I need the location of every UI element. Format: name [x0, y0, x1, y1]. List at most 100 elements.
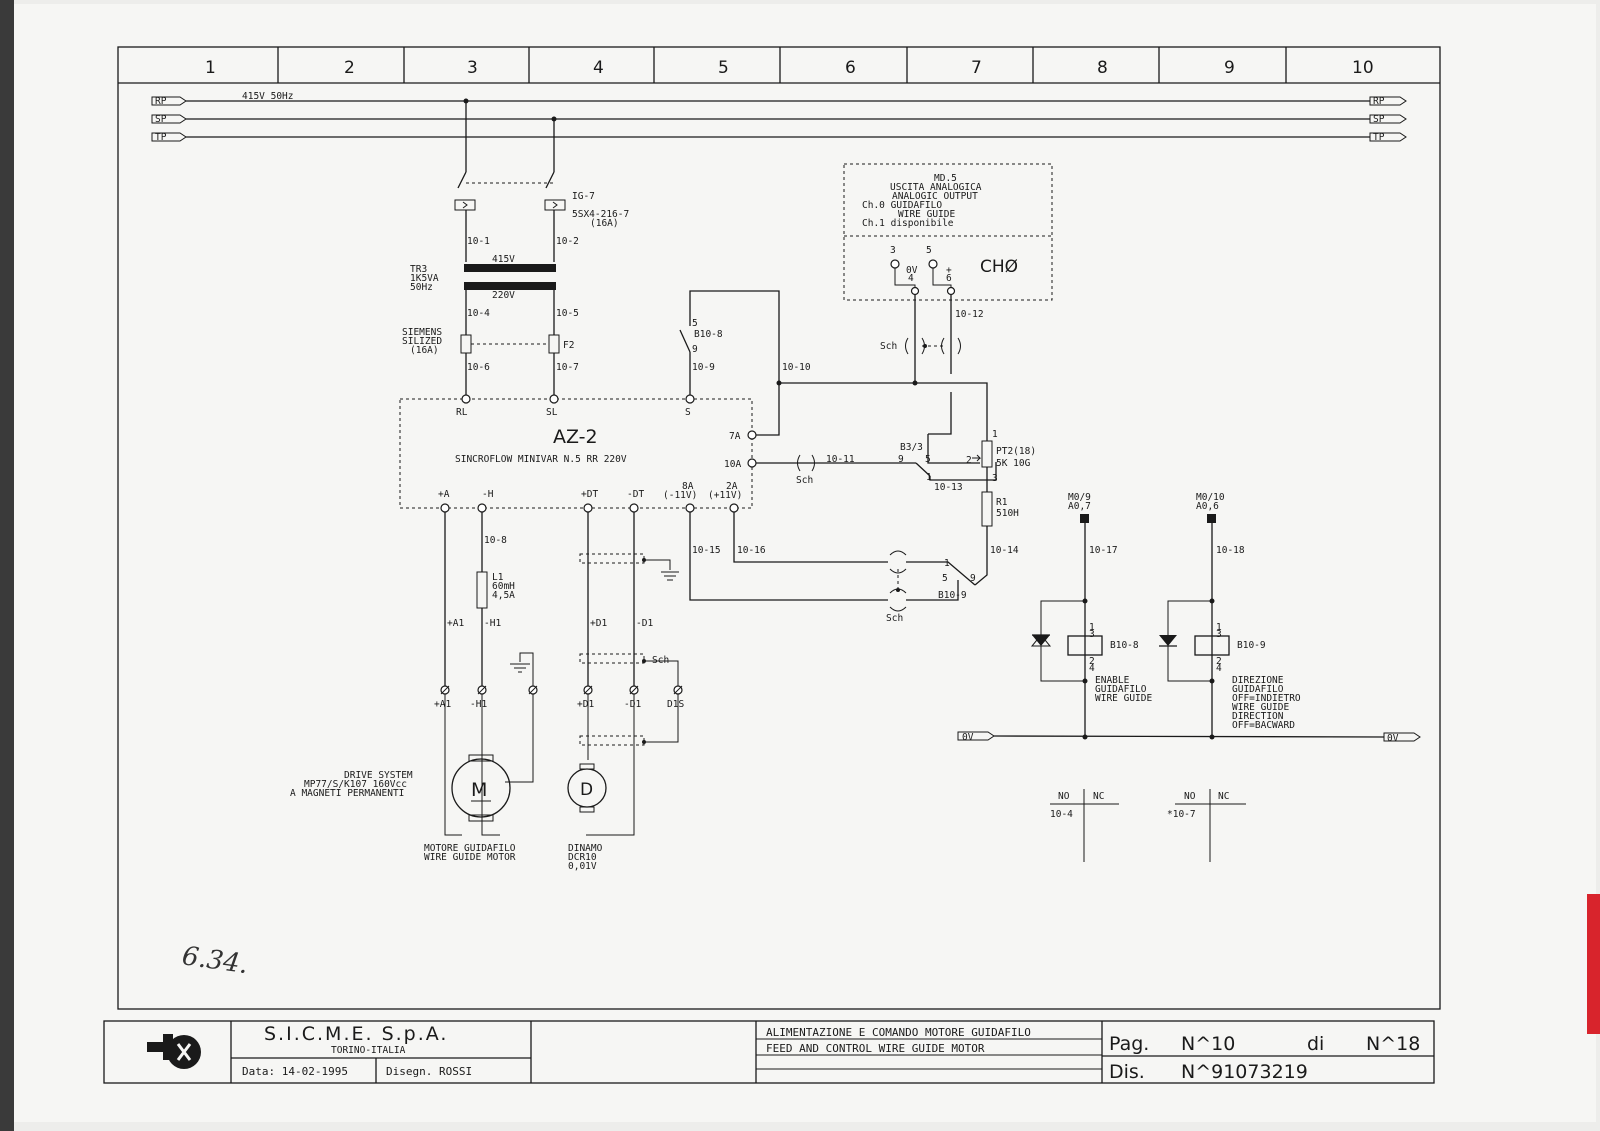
b108-pin5: 5: [692, 318, 698, 329]
module-pin-6: 6: [946, 273, 952, 284]
analog-module-md5: MD.5 USCITA ANALOGICA ANALOGIC OUTPUT Ch…: [843, 163, 1053, 320]
wire-10-4: 10-4: [467, 308, 490, 319]
relay1-tag-1: M0/9: [1068, 492, 1091, 503]
module-line-5: WIRE GUIDE: [898, 209, 955, 220]
relay2-pin2: 2: [1216, 656, 1222, 667]
company-city: TORINO-ITALIA: [331, 1045, 406, 1056]
wire-10-17: 10-17: [1089, 545, 1118, 556]
resistor-name: R1: [996, 497, 1008, 508]
module-pin-0v: 0V: [906, 265, 918, 276]
pot-name: PT2(18): [996, 446, 1036, 457]
breaker-code: 5SX4-216-7: [572, 209, 629, 220]
column-3: 3: [467, 58, 478, 78]
page-of: di: [1307, 1033, 1324, 1055]
drive-name: AZ-2: [553, 426, 598, 448]
shield-label-b109: Sch: [886, 613, 903, 624]
relay-b10-9: M0/10 A0,6 10-18 1 3 2 4 B10-9 DIREZIONE…: [1159, 492, 1301, 737]
dynamo-label-2: DCR10: [568, 852, 597, 863]
column-header: 1 2 3 4 5 6 7 8 9 10: [205, 47, 1374, 83]
column-7: 7: [971, 58, 982, 78]
wire-10-12: 10-12: [955, 309, 984, 320]
wire-minus-h1: -H1: [484, 618, 501, 629]
drive-terminal-plus-a: +A: [438, 489, 450, 500]
drive-az2: AZ-2 SINCROFLOW MINIVAR N.5 RR 220V RL S…: [399, 394, 757, 513]
relay1-pin1: 1: [1089, 622, 1095, 633]
relay2-desc-3: OFF=INDIETRO: [1232, 693, 1301, 704]
scan-edge: [0, 0, 14, 1131]
line-rp-left: RP: [155, 96, 167, 107]
drawn-by: Disegn. ROSSI: [386, 1065, 472, 1078]
wire-10-16: 10-16: [737, 545, 766, 556]
table2-no: NO: [1184, 791, 1196, 802]
relay1-desc-2: GUIDAFILO: [1095, 684, 1147, 695]
motor-caption-3: A MAGNETI PERMANENTI: [290, 788, 404, 799]
relay1-desc-1: ENABLE: [1095, 675, 1130, 686]
wire-10-14: 10-14: [990, 545, 1019, 556]
wire-10-13: 10-13: [934, 482, 963, 493]
dynamo-label-3: 0,01V: [568, 861, 597, 872]
column-10: 10: [1352, 58, 1374, 78]
drive-terminal-minus-dt: -DT: [627, 489, 644, 500]
relay1-name: B10-8: [1110, 640, 1139, 651]
paper: [14, 4, 1596, 1122]
wire-10-9: 10-9: [692, 362, 715, 373]
line-tp-right: TP: [1373, 132, 1385, 143]
terminal-plus-a1: +A1: [434, 699, 451, 710]
wire-guide-motor: M DRIVE SYSTEM MP77/S/K107 160Vcc A MAGN…: [290, 754, 516, 863]
pot-pin1: 1: [992, 429, 998, 440]
fuse-type: SILIZED: [402, 336, 442, 347]
terminal-minus-h1: -H1: [470, 699, 487, 710]
b33-pin1: 1: [926, 472, 932, 483]
pot-pin2: 2: [966, 455, 972, 466]
signal-10-11: Sch 10-11 B3/3 9 5 1 10-13: [756, 434, 997, 493]
inductor-name: L1: [492, 572, 504, 583]
drawing-date: Data: 14-02-1995: [242, 1065, 348, 1078]
zero-volt-right: 0V: [1387, 733, 1399, 744]
inductor-value: 60mH: [492, 581, 515, 592]
edge-marker: [1587, 894, 1600, 1034]
module-name: MD.5: [934, 173, 957, 184]
shield-top: Sch: [880, 295, 961, 383]
page-label: Pag.: [1109, 1033, 1149, 1055]
relay-b10-8: M0/9 A0,7 10-17 1 3 2 4 B10-8 ENABLE GUI…: [1030, 492, 1152, 737]
wire-10-11: 10-11: [826, 454, 855, 465]
column-2: 2: [344, 58, 355, 78]
inductor-current: 4,5A: [492, 590, 515, 601]
motor-wiring: 10-8 L1 60mH 4,5A +A1 -H1 +D1 -D1 Sch: [434, 512, 684, 836]
table1-no: NO: [1058, 791, 1070, 802]
breaker-rating: (16A): [590, 218, 619, 229]
supply-lines: 415V 50Hz RP SP TP RP SP TP: [151, 91, 1407, 143]
table1-nc: NC: [1093, 791, 1104, 802]
b109-label: B10-9: [938, 590, 967, 601]
relay2-desc-2: GUIDAFILO: [1232, 684, 1284, 695]
wire-10-15: 10-15: [692, 545, 721, 556]
terminal-d1s: D1S: [667, 699, 684, 710]
line-tp-left: TP: [155, 132, 167, 143]
relay2-name: B10-9: [1237, 640, 1266, 651]
column-5: 5: [718, 58, 729, 78]
wire-10-10: 10-10: [782, 362, 811, 373]
drive-terminal-sl: SL: [546, 407, 558, 418]
column-9: 9: [1224, 58, 1235, 78]
b109-pin9: 9: [970, 573, 976, 584]
drive-terminal-8a: 8A: [682, 481, 694, 492]
breaker-ig7: IG-7 5SX4-216-7 (16A) 10-1 10-2: [454, 101, 629, 262]
drive-terminal-10a: 10A: [724, 459, 741, 470]
column-4: 4: [593, 58, 604, 78]
b33-label: B3/3: [900, 442, 923, 453]
b109-pin5: 5: [942, 573, 948, 584]
dynamo-label-1: DINAMO: [568, 843, 603, 854]
relay1-pin4: 4: [1089, 663, 1095, 674]
supply-voltage: 415V 50Hz: [242, 91, 293, 102]
contact-table-b10-8: NO NC 10-4: [1050, 789, 1119, 862]
wire-10-2: 10-2: [556, 236, 579, 247]
relay2-desc-5: DIRECTION: [1232, 711, 1284, 722]
module-line-3: ANALOGIC OUTPUT: [892, 191, 978, 202]
resistor-value: 510H: [996, 508, 1019, 519]
motor-caption-1: DRIVE SYSTEM: [344, 770, 413, 781]
zero-volt-left: 0V: [962, 732, 974, 743]
zero-volt-rail: 0V 0V: [957, 731, 1421, 744]
line-sp-right: SP: [1373, 114, 1385, 125]
title-block: S.I.C.M.E. S.p.A. TORINO-ITALIA Data: 14…: [103, 1020, 1435, 1084]
